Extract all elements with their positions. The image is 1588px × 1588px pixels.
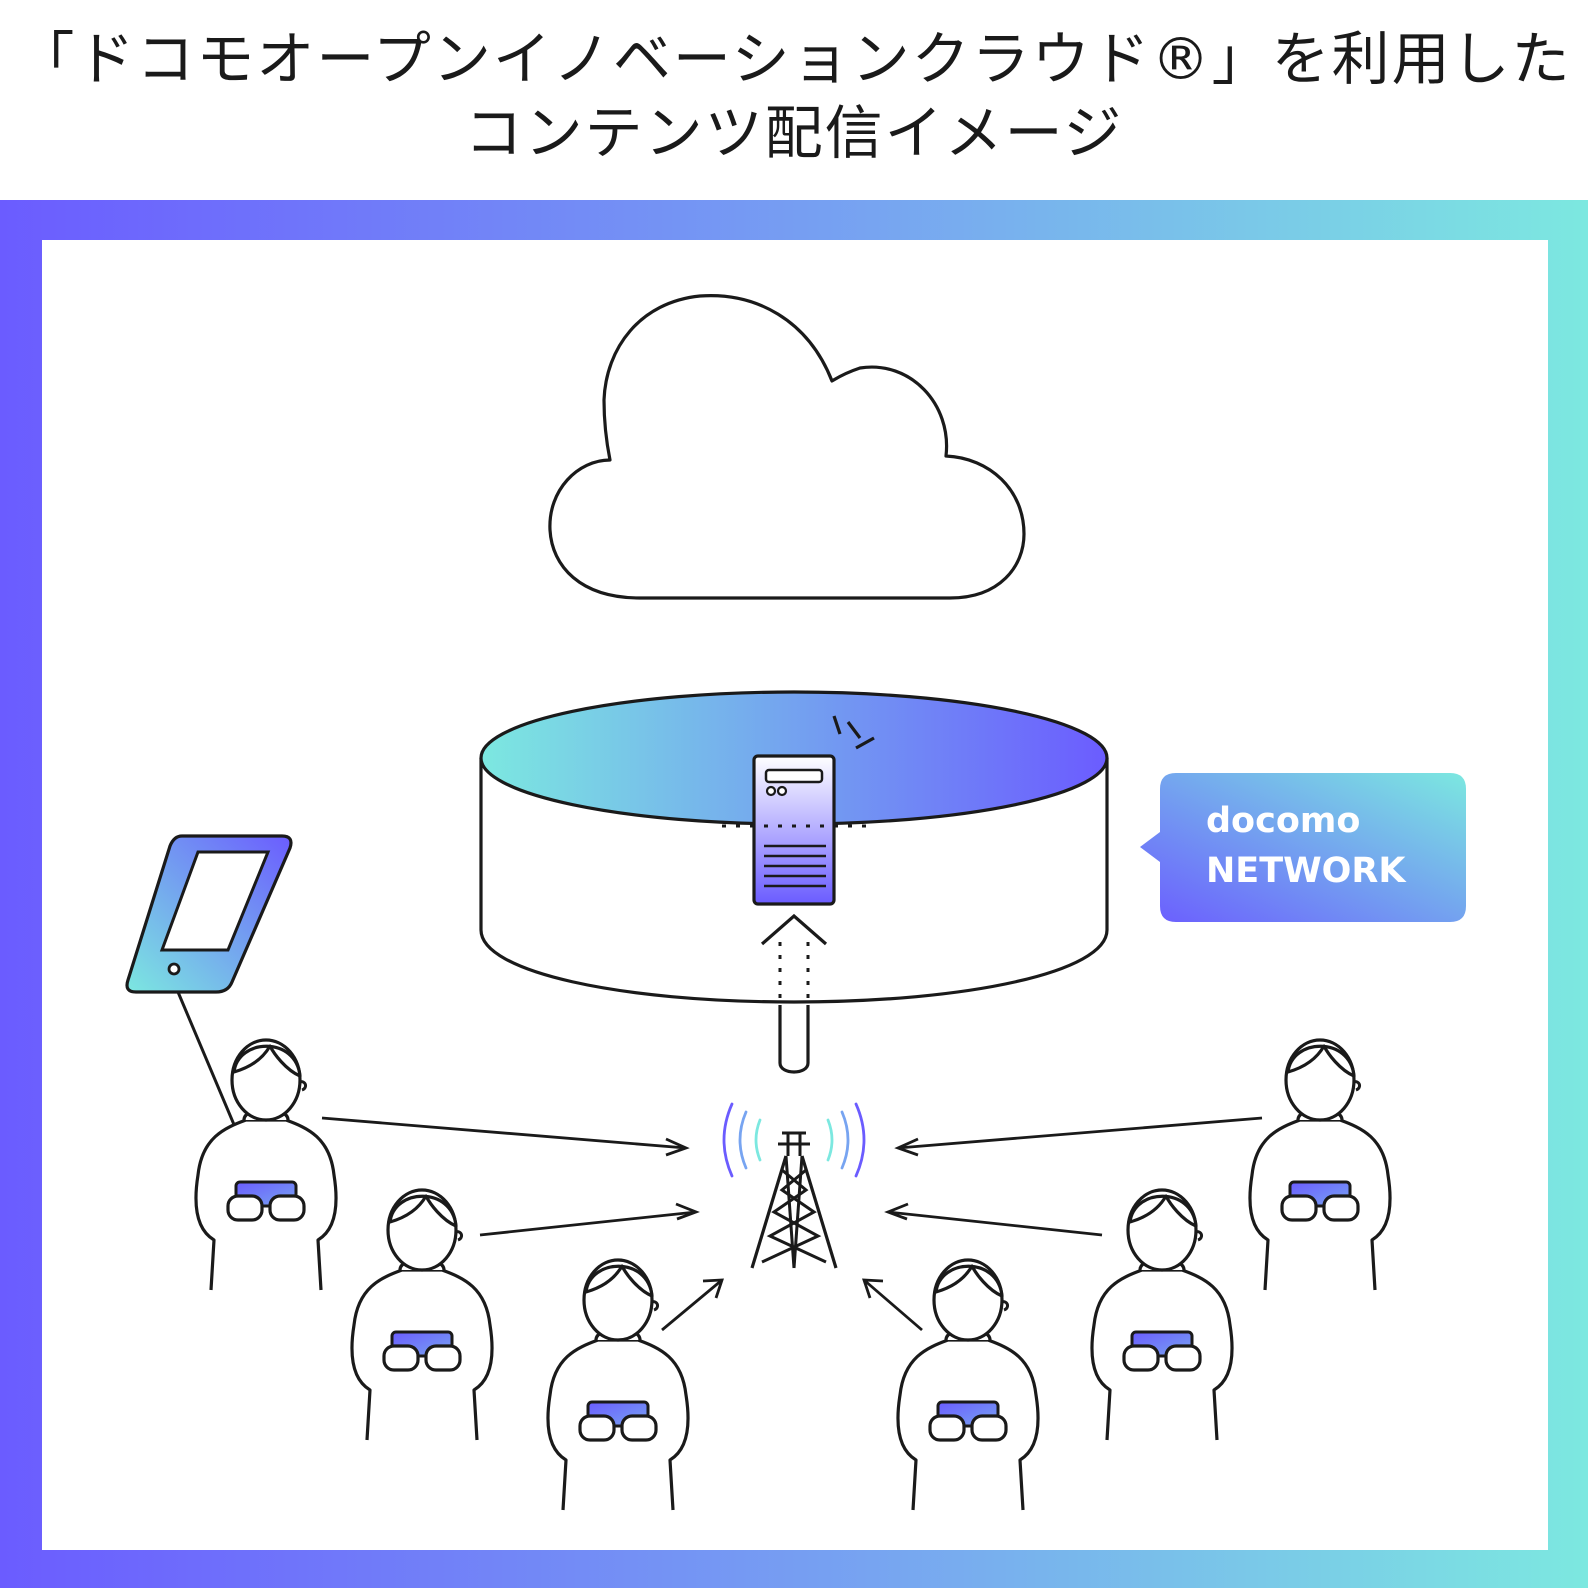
person-icon — [350, 1188, 494, 1442]
server-icon — [722, 715, 875, 906]
person-icon — [896, 1258, 1040, 1512]
title-line-2: コンテンツ配信イメージ — [464, 99, 1124, 167]
badge-line-1: docomo — [1206, 801, 1360, 841]
badge-line-2: NETWORK — [1206, 851, 1407, 891]
connection-arrows — [321, 1116, 1263, 1332]
page-title: 「ドコモオープンイノベーションクラウド®」を利用した コンテンツ配信イメージ — [0, 22, 1588, 170]
antenna-tower-icon — [722, 1102, 866, 1269]
signal-waves — [722, 1102, 866, 1178]
title-line-1: 「ドコモオープンイノベーションクラウド®」を利用した — [16, 25, 1572, 93]
uplink-arrow — [760, 913, 828, 1074]
person-icon — [194, 1038, 338, 1292]
person-icon — [1090, 1188, 1234, 1442]
person-icon — [1248, 1038, 1392, 1292]
docomo-network-badge: docomo NETWORK — [1140, 773, 1466, 922]
person-icon — [546, 1258, 690, 1512]
cloud-icon — [548, 294, 1026, 600]
